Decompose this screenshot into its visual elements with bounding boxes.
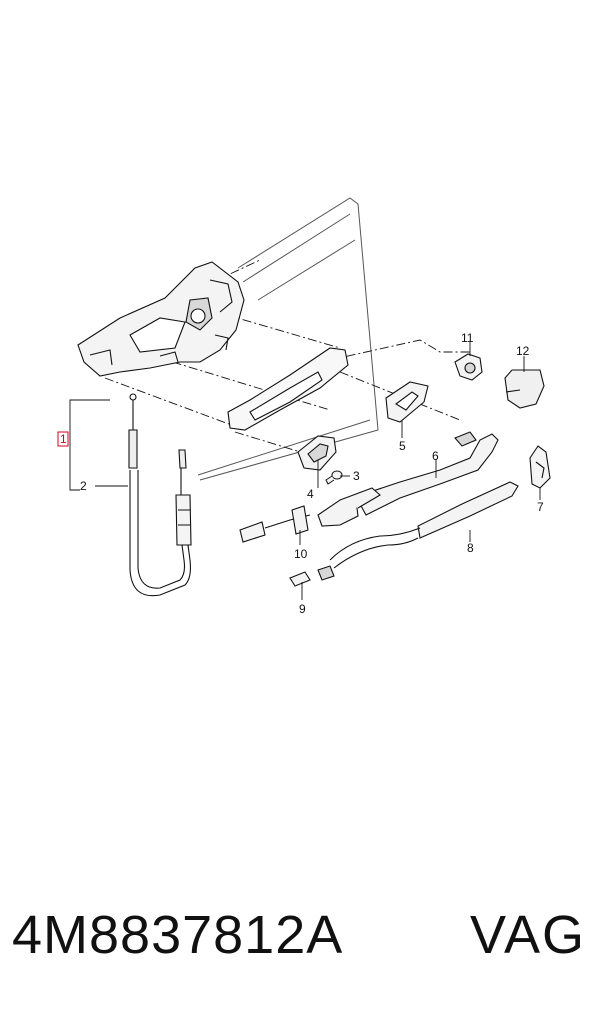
footer: 4M8837812A VAG	[0, 895, 600, 985]
screw	[325, 470, 343, 485]
cap-part-4	[297, 435, 337, 471]
callout-1: 1	[60, 432, 67, 446]
callout-4: 4	[307, 487, 314, 501]
cap-part-7	[529, 445, 551, 489]
callout-5: 5	[399, 439, 406, 453]
connector-part-9	[289, 565, 335, 587]
handle-carrier	[77, 261, 245, 377]
callout-10: 10	[294, 547, 308, 561]
sensor-strip	[329, 481, 519, 569]
end-cover	[504, 369, 545, 409]
callout-box-1	[57, 431, 69, 447]
callout-7: 7	[537, 500, 544, 514]
callout-11: 11	[461, 331, 474, 345]
callout-6: 6	[432, 449, 439, 463]
bowden-cables	[128, 393, 192, 597]
callout-2: 2	[80, 479, 87, 493]
callout-8: 8	[467, 541, 474, 555]
callout-3: 3	[353, 469, 360, 483]
exploded-parts-diagram: 1 2 3 4 5 6 7 8 9 10 11 12	[57, 197, 551, 616]
leader-lines	[69, 342, 541, 600]
connector-part-10	[239, 487, 381, 543]
handle-ghost	[227, 347, 349, 431]
lock-cylinder	[454, 353, 483, 381]
brand-label: VAG	[469, 905, 586, 965]
callout-labels: 1 2 3 4 5 6 7 8 9 10 11 12	[57, 331, 544, 616]
trim-part-5	[385, 381, 429, 423]
callout-9: 9	[299, 602, 306, 616]
part-number: 4M8837812A	[12, 905, 344, 965]
callout-12: 12	[516, 344, 530, 358]
